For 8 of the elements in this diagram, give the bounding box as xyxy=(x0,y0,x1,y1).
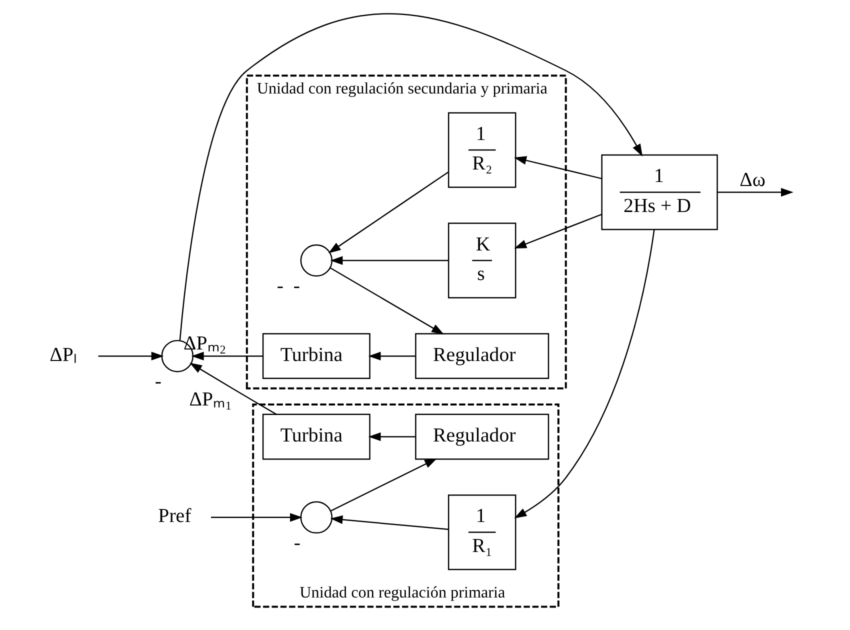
node-label: - xyxy=(154,370,162,392)
node-text: ΔPₗ xyxy=(50,344,76,366)
node-label: - - xyxy=(276,274,300,297)
edge-label: Δω xyxy=(740,168,766,191)
edge-label: ΔPₘ₂ xyxy=(184,332,226,355)
node-text: Pref xyxy=(158,505,192,528)
edge-label: ΔPₘ₁ xyxy=(189,388,232,410)
node-label: - xyxy=(294,532,300,554)
